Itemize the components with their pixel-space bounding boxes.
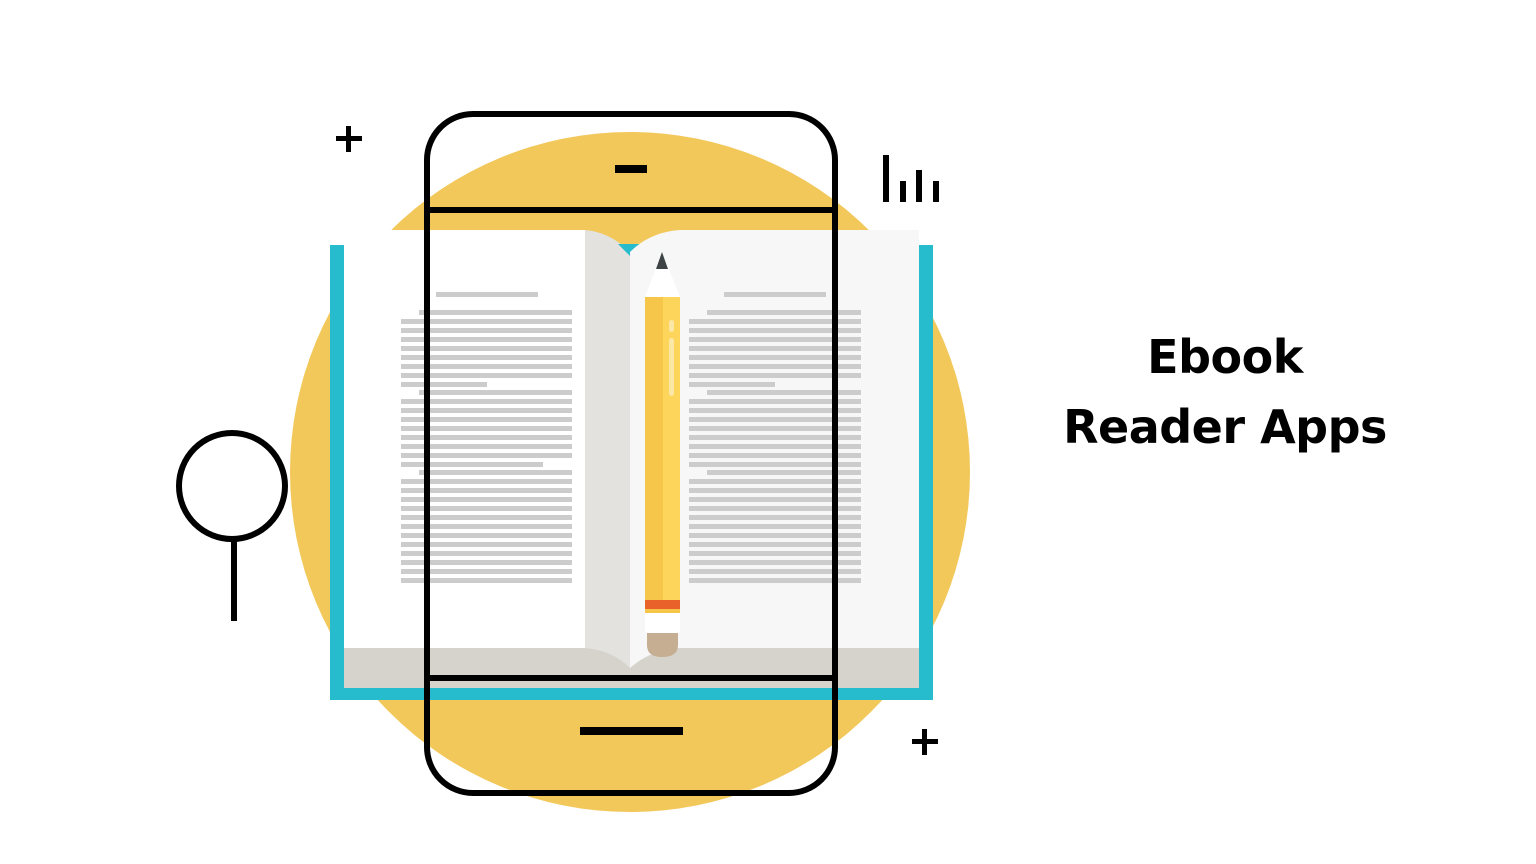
smartphone-outline xyxy=(424,111,838,796)
phone-home-bar xyxy=(580,727,683,735)
magnifier-icon xyxy=(176,430,288,621)
title-line-2: Reader Apps xyxy=(1063,400,1387,454)
phone-speaker xyxy=(615,165,647,173)
left-page-text xyxy=(401,292,572,583)
plus-icon xyxy=(912,729,938,755)
right-page-text xyxy=(689,292,861,583)
pencil-icon xyxy=(645,252,680,657)
bar-chart-icon xyxy=(883,155,939,202)
title-line-1: Ebook xyxy=(1147,330,1303,384)
page-title: Ebook Reader Apps xyxy=(1050,322,1400,462)
book-cover xyxy=(330,245,933,700)
plus-icon xyxy=(336,126,362,152)
